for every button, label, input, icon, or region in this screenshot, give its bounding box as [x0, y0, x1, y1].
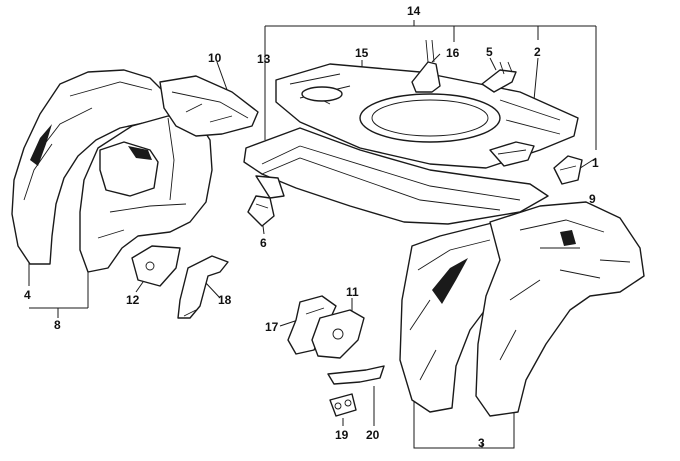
callout-8: 8 — [54, 318, 61, 332]
part-5-bracket — [481, 61, 517, 93]
callout-11: 11 — [346, 285, 359, 299]
callout-10: 10 — [208, 51, 222, 65]
callout-20: 20 — [366, 428, 380, 442]
callout-2: 2 — [534, 45, 541, 59]
part-6-gusset — [247, 195, 275, 227]
trunk-floor-assembly — [275, 63, 579, 169]
part-12-panel — [131, 245, 181, 287]
part-19-plate — [329, 393, 357, 417]
callout-14: 14 — [407, 4, 421, 18]
part-20-strip — [327, 365, 385, 385]
part-1-bracket — [553, 155, 583, 185]
callout-13: 13 — [257, 52, 271, 66]
part-16-bracket — [411, 39, 441, 93]
callout-3: 3 — [478, 436, 485, 450]
callout-9: 9 — [589, 192, 596, 206]
part-9-rear-quarter-panel — [475, 201, 645, 417]
callout-4: 4 — [24, 288, 31, 302]
callout-18: 18 — [218, 293, 232, 307]
left-wheel-housing-outer — [11, 69, 177, 265]
callout-5: 5 — [486, 45, 493, 59]
callout-12: 12 — [126, 293, 140, 307]
part-17-bracket — [287, 295, 337, 355]
callout-19: 19 — [335, 428, 349, 442]
callout-15: 15 — [355, 46, 369, 60]
callout-16: 16 — [446, 46, 460, 60]
callout-6: 6 — [260, 236, 267, 250]
callout-17: 17 — [265, 320, 279, 334]
left-wheel-housing-inner — [79, 115, 213, 273]
leader-lines — [28, 20, 597, 449]
part-18-strap — [177, 255, 229, 319]
part-2-bracket — [489, 141, 535, 167]
part-10-panel — [159, 75, 259, 137]
right-wheel-housing — [399, 221, 511, 413]
part-11-bracket — [311, 309, 365, 359]
callout-1: 1 — [592, 156, 599, 170]
